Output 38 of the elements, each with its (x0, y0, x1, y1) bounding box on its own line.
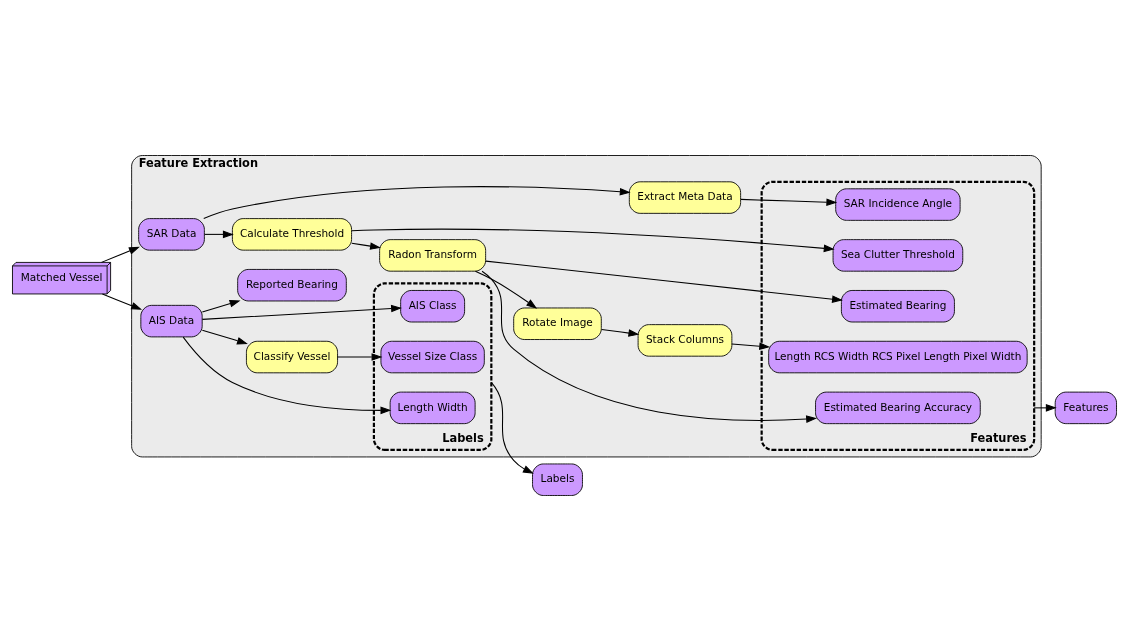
arrow (351, 228, 835, 253)
arrow (474, 270, 538, 309)
node-box: Stack Columns (637, 324, 733, 357)
arrow (601, 328, 640, 337)
node-box: SAR Data (138, 218, 205, 251)
arrow (204, 230, 234, 239)
arrow (203, 186, 631, 219)
node-box: Reported Bearing (237, 269, 347, 302)
node-box: Rotate Image (513, 307, 602, 340)
arrow (481, 270, 818, 423)
arrow (490, 381, 534, 474)
node-box: Length Width (389, 391, 476, 425)
node-box: Length RCS Width RCS Pixel Length Pixel Width (768, 340, 1028, 374)
node-box: Calculate Threshold (231, 218, 352, 251)
arrow (337, 353, 383, 361)
arrow (201, 300, 241, 313)
node-box: Sea Clutter Threshold (832, 239, 964, 272)
arrow (731, 342, 771, 350)
node-box: Vessel Size Class (380, 340, 485, 374)
node-box: Estimated Bearing (840, 290, 955, 323)
node-box: AIS Class (400, 290, 466, 323)
node-box: Radon Transform (379, 239, 487, 272)
arrow (201, 304, 402, 320)
arrow (1033, 404, 1057, 412)
arrow (101, 293, 143, 310)
arrow (351, 242, 381, 250)
node-box: Features (1054, 391, 1117, 425)
node-box: Labels (532, 463, 583, 496)
node-box: Classify Vessel (246, 340, 338, 374)
node-box: Estimated Bearing Accuracy (815, 391, 981, 425)
arrow (100, 246, 140, 263)
arrow (182, 336, 392, 415)
arrow (201, 329, 248, 345)
node-box: SAR Incidence Angle (835, 188, 961, 221)
arrow (740, 198, 838, 207)
arrow (485, 260, 843, 303)
node-box: Extract Meta Data (628, 181, 742, 214)
node-box: AIS Data (140, 304, 203, 338)
